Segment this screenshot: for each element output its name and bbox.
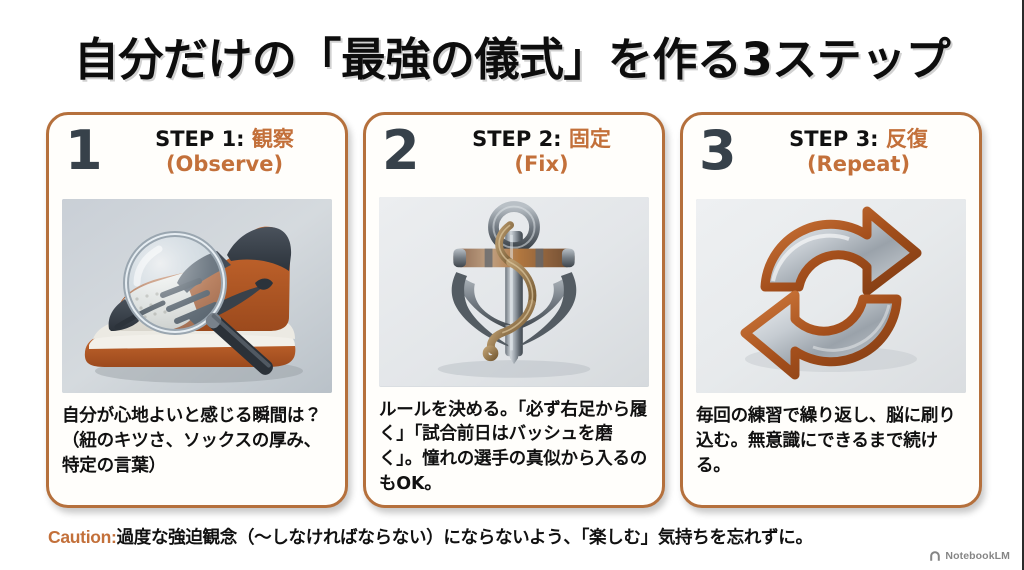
notebooklm-watermark: NotebookLM	[929, 550, 1010, 562]
step-title-jp-1: 観察	[251, 127, 294, 151]
step-card-3: 3 STEP 3: 反復 (Repeat)	[680, 112, 982, 508]
step-label-2: STEP 2: 固定 (Fix)	[438, 125, 649, 177]
step-title-en-3: (Repeat)	[806, 151, 911, 176]
step-card-1: 1 STEP 1: 観察 (Observe)	[46, 112, 348, 508]
step-description-2: ルールを決める。「必ず右足から履く」「試合前日はバッシュを磨く」。憧れの選手の真…	[379, 399, 648, 495]
step-title-en-1: (Observe)	[165, 151, 284, 176]
caution-label: Caution:	[48, 527, 117, 547]
step-card-2-header: 2 STEP 2: 固定 (Fix)	[379, 119, 649, 195]
steps-container: 1 STEP 1: 観察 (Observe)	[46, 112, 982, 510]
step-prefix-3: STEP 3:	[789, 127, 886, 151]
step-title-jp-2: 固定	[568, 127, 611, 151]
notebooklm-logo-icon	[930, 551, 941, 561]
step-title-1: STEP 1: 観察	[121, 127, 328, 152]
step-card-1-header: 1 STEP 1: 観察 (Observe)	[62, 119, 332, 197]
step-card-3-header: 3 STEP 3: 反復 (Repeat)	[696, 119, 966, 197]
step-number-3: 3	[699, 119, 737, 182]
step-card-2: 2 STEP 2: 固定 (Fix)	[363, 112, 665, 508]
step-number-1: 1	[65, 119, 103, 182]
caution-text: 過度な強迫観念（〜しなければならない）にならないよう、「楽しむ」気持ちを忘れずに…	[116, 528, 813, 548]
anchor-with-rope-image	[379, 197, 649, 387]
step-prefix-1: STEP 1:	[155, 127, 252, 151]
watermark-label: NotebookLM	[945, 550, 1010, 562]
page-title: 自分だけの「最強の儀式」を作る3ステップ	[73, 32, 951, 86]
step-number-2: 2	[382, 119, 420, 182]
circular-repeat-arrows-image	[696, 199, 966, 393]
step-label-3: STEP 3: 反復 (Repeat)	[755, 125, 966, 177]
step-description-1: 自分が心地よいと感じる瞬間は？（紐のキツさ、ソックスの厚み、特定の言葉）	[62, 406, 322, 476]
step-title-en-2: (Fix)	[514, 151, 569, 176]
step-label-1: STEP 1: 観察 (Observe)	[121, 125, 332, 177]
step-title-jp-3: 反復	[885, 127, 928, 151]
page-title-container: 自分だけの「最強の儀式」を作る3ステップ	[0, 20, 1022, 90]
sneaker-with-magnifying-glass-image	[62, 199, 332, 393]
step-prefix-2: STEP 2:	[472, 127, 569, 151]
step-description-3: 毎回の練習で繰り返し、脳に刷り込む。無意識にできるまで続ける。	[696, 406, 956, 476]
step-title-2: STEP 2: 固定	[438, 127, 645, 152]
step-title-3: STEP 3: 反復	[755, 127, 962, 152]
caution-note: Caution:過度な強迫観念（〜しなければならない）にならないよう、「楽しむ」…	[48, 524, 978, 549]
